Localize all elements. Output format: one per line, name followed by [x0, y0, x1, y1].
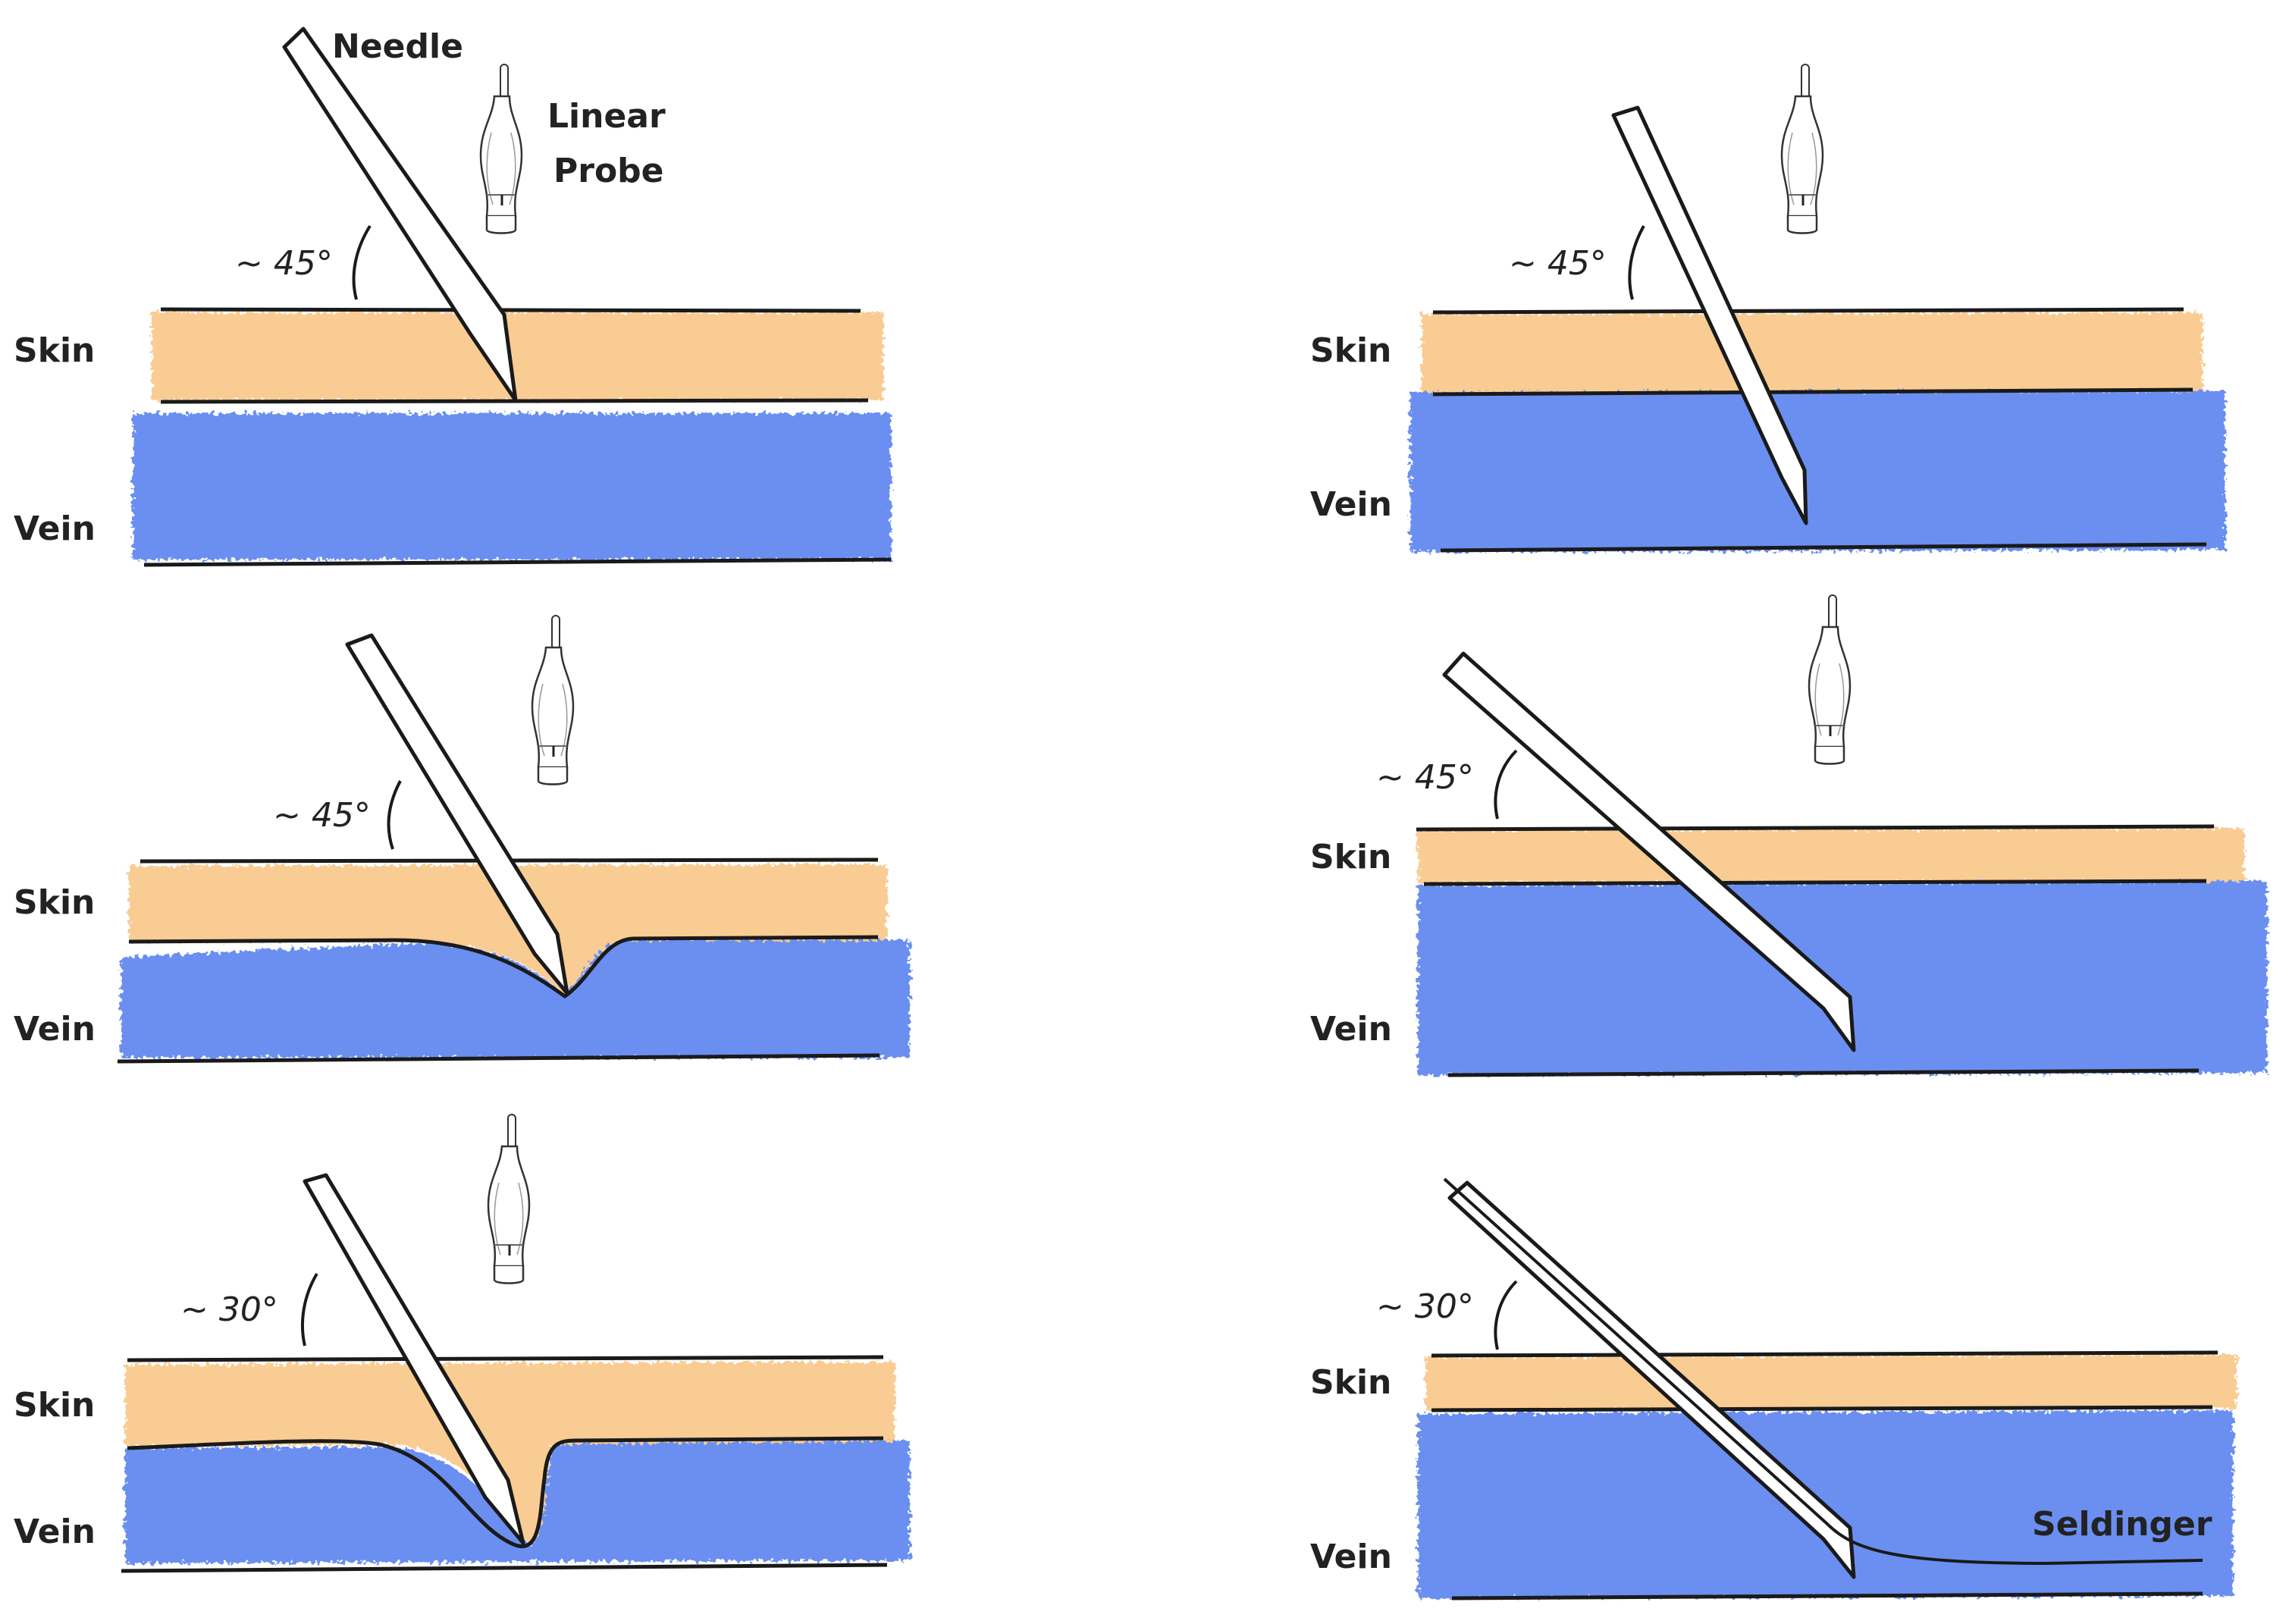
linear-probe-icon — [487, 1113, 531, 1284]
skin-label: Skin — [1310, 838, 1391, 876]
skin-layer — [1425, 1354, 2237, 1410]
skin-layer — [1422, 312, 2203, 393]
vein-label: Vein — [14, 509, 96, 548]
linear-probe-icon — [1808, 594, 1852, 765]
seldinger-wire — [1443, 1177, 2203, 1566]
angle-label: ~ 45° — [235, 244, 333, 283]
vein-layer — [125, 1441, 910, 1563]
linear-probe-icon — [1780, 63, 1824, 234]
vein-label: Vein — [1310, 1010, 1392, 1049]
angle-label: ~ 45° — [273, 796, 371, 835]
needle-icon — [1447, 1180, 1856, 1579]
vein-label: Vein — [1310, 485, 1392, 524]
probe-label-line1: Linear — [547, 97, 666, 136]
skin-label: Skin — [14, 1386, 95, 1425]
skin-layer — [125, 1362, 895, 1547]
skin-layer — [152, 312, 883, 400]
skin-label: Skin — [1310, 331, 1391, 370]
angle-label: ~ 30° — [1376, 1287, 1474, 1326]
probe-label-line2: Probe — [553, 152, 664, 190]
needle-icon — [345, 633, 569, 995]
vein-label: Vein — [14, 1010, 96, 1049]
seldinger-label: Seldinger — [2032, 1505, 2212, 1544]
angle-label: ~ 30° — [180, 1290, 278, 1329]
vein-label: Vein — [1310, 1538, 1392, 1576]
needle-label: Needle — [332, 27, 463, 66]
linear-probe-icon — [479, 63, 523, 234]
skin-layer — [129, 864, 887, 995]
skin-label: Skin — [14, 883, 95, 922]
skin-label: Skin — [1310, 1363, 1391, 1402]
vein-layer — [1418, 881, 2267, 1075]
panel-3: ~ 45° Skin Vein — [14, 614, 910, 1064]
vein-layer — [1410, 390, 2225, 552]
vein-layer — [133, 413, 891, 560]
skin-label: Skin — [14, 331, 95, 370]
panel-6: ~ 30° Skin Vein Seldinger — [1310, 1177, 2237, 1600]
panel-5: ~ 30° Skin Vein — [14, 1113, 910, 1573]
vein-label: Vein — [14, 1513, 96, 1551]
vein-layer — [121, 940, 910, 1058]
angle-label: ~ 45° — [1376, 758, 1474, 797]
needle-icon — [303, 1173, 525, 1545]
linear-probe-icon — [531, 614, 575, 785]
panel-1: Needle Linear Probe ~ 45° Skin Vein — [14, 27, 892, 567]
panel-2: ~ 45° Skin Vein — [1310, 63, 2225, 553]
needle-icon — [1611, 105, 1808, 525]
angle-label: ~ 45° — [1509, 244, 1607, 283]
needle-icon — [282, 27, 518, 403]
panel-4: ~ 45° Skin Vein — [1310, 594, 2267, 1077]
skin-layer — [1418, 828, 2244, 883]
needle-icon — [1442, 651, 1856, 1052]
